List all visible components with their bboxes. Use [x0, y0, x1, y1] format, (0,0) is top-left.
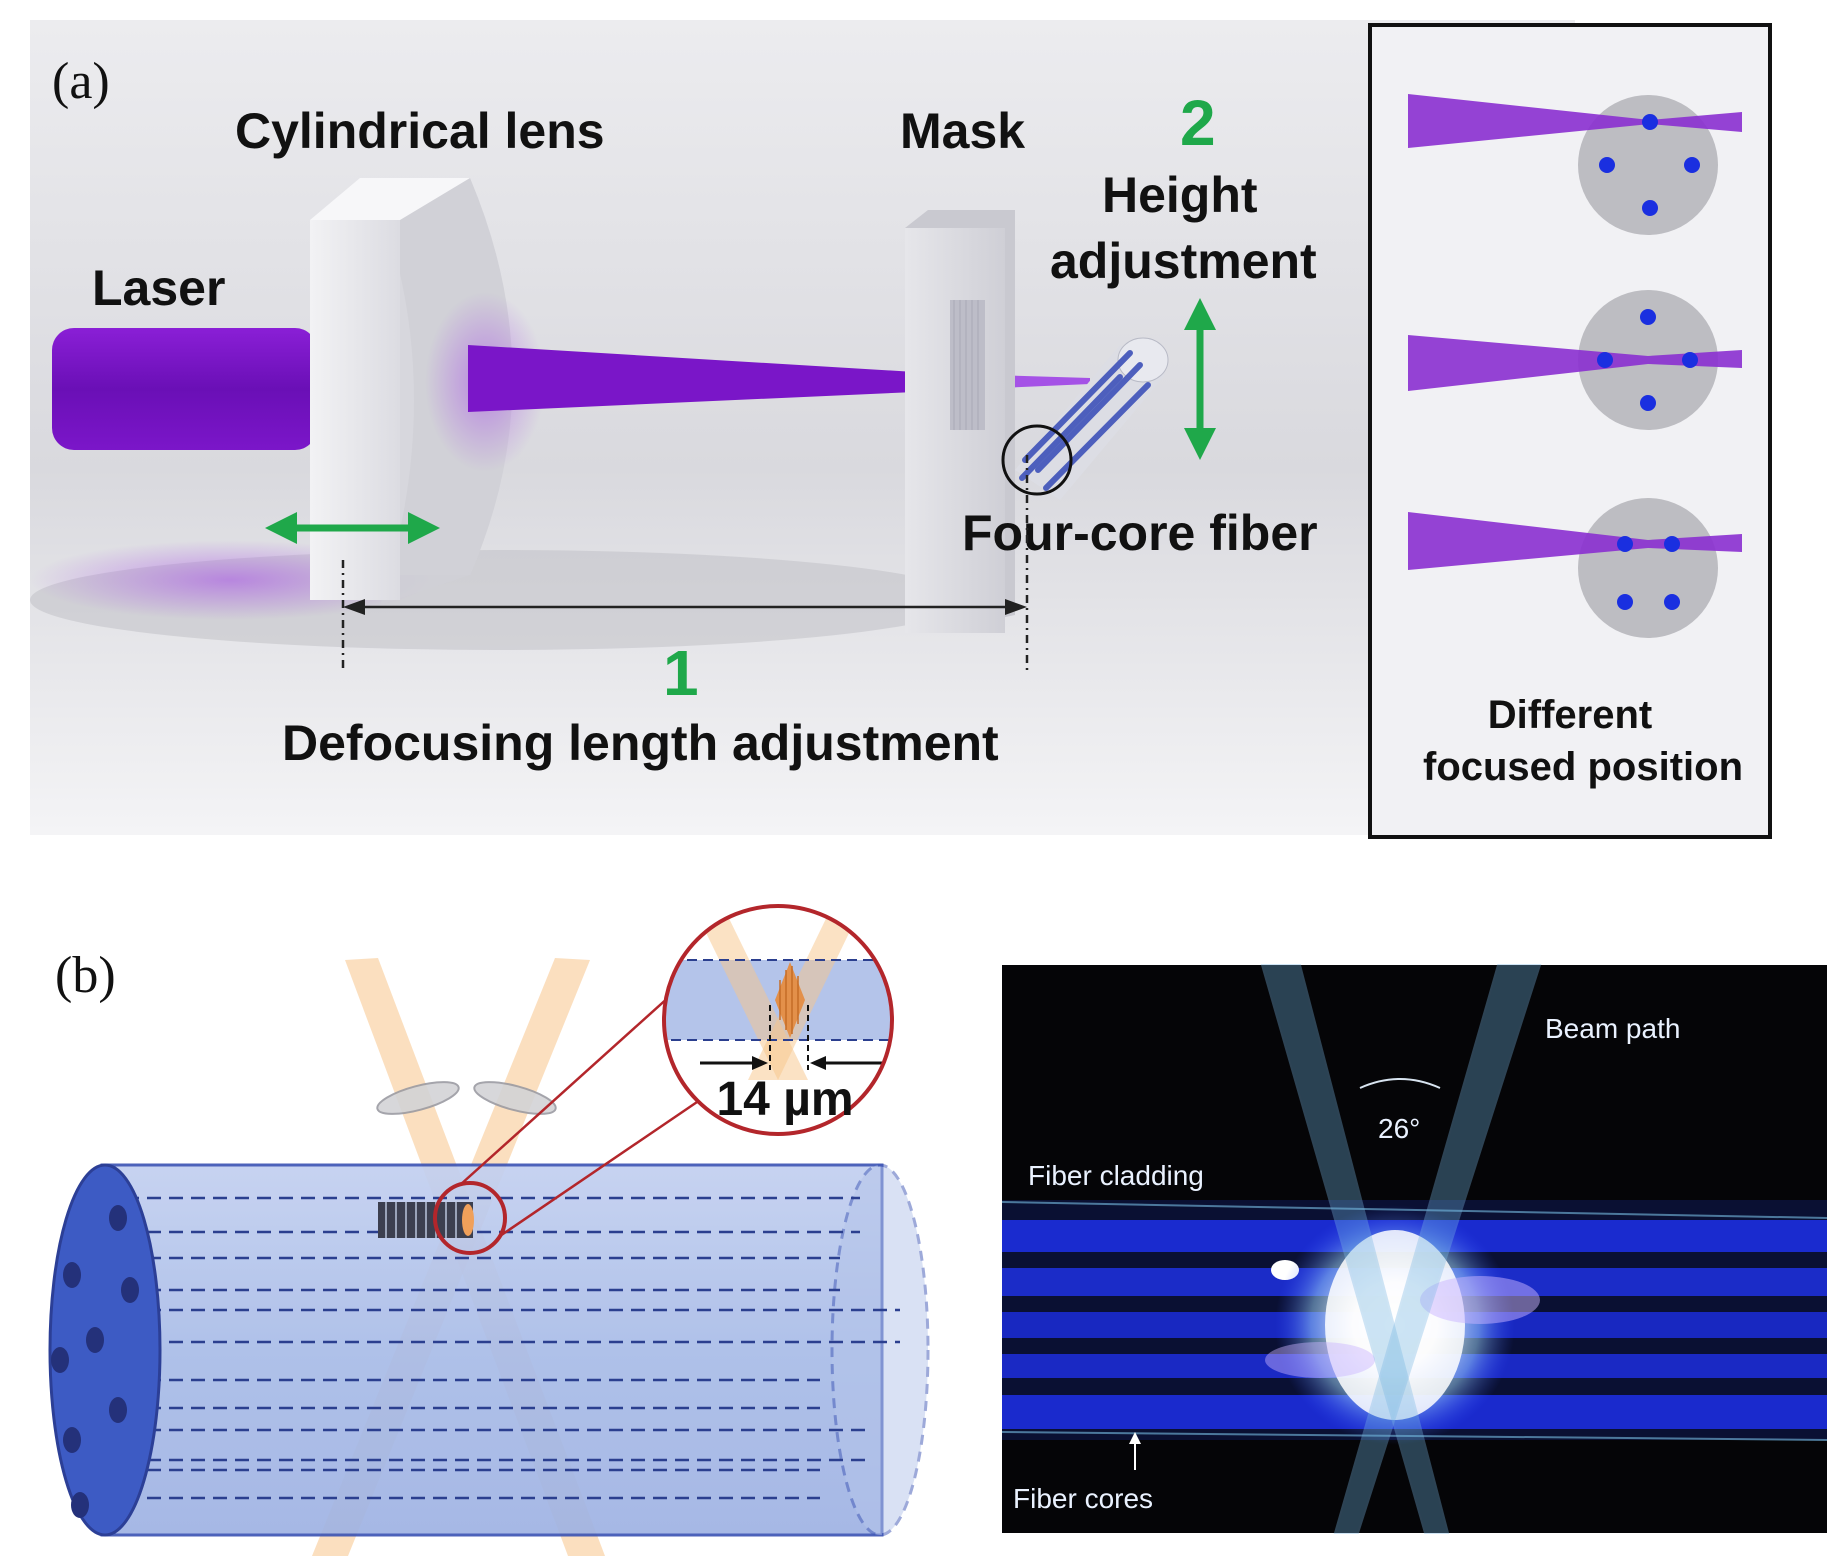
zoom-measurement-label: 14 µm — [716, 1073, 853, 1126]
cladding-line-top — [1001, 1201, 1828, 1219]
height-adjustment-label-line1: Height — [1102, 167, 1258, 223]
inset-caption-line2: focused position — [1423, 745, 1743, 789]
cylindrical-lens-label: Cylindrical lens — [235, 103, 605, 159]
step1-number: 1 — [663, 637, 699, 709]
focus-position-inset: Different focused position — [1368, 23, 1772, 839]
four-core-fiber — [1001, 337, 1169, 500]
horizontal-adjust-arrow — [265, 512, 440, 544]
end-face-cores — [51, 1205, 139, 1518]
converging-beam — [468, 345, 915, 412]
fiber-end-face — [48, 1163, 162, 1537]
four-core-fiber-label: Four-core fiber — [962, 505, 1318, 561]
cylinder-lens-right — [473, 1081, 557, 1115]
photo-beam-left — [1260, 964, 1450, 1534]
panel-b-photo: Beam path 26° Fiber cladding Fiber cores — [1001, 964, 1828, 1534]
panel-b-schematic: (b) — [48, 904, 930, 1556]
panel-b-label: (b) — [55, 947, 116, 1004]
defocusing-length-label: Defocusing length adjustment — [282, 715, 999, 771]
vertical-adjust-arrow — [1184, 298, 1216, 460]
zoom-inset: 14 µm — [662, 904, 894, 1136]
mask-label: Mask — [900, 103, 1025, 159]
fiber-cladding-label: Fiber cladding — [1028, 1160, 1204, 1191]
beam-path-label: Beam path — [1545, 1013, 1680, 1044]
zoom-source-circle — [433, 1181, 507, 1255]
zoom-line-top — [459, 977, 691, 1186]
photo-fiber-glow — [1002, 1200, 1827, 1445]
fiber-cores-label: Fiber cores — [1013, 1483, 1153, 1514]
focus-example-1 — [1408, 94, 1742, 235]
laser-label: Laser — [92, 260, 225, 316]
defocusing-length-dimension — [341, 455, 1029, 672]
fiber-core-lines — [125, 1196, 900, 1500]
mask-plate — [905, 210, 1015, 633]
focus-example-3 — [1408, 498, 1742, 638]
inset-caption-line1: Different — [1488, 693, 1652, 737]
fiber-cylinder — [48, 1163, 930, 1537]
panel-a: (a) Laser Cylindrical lens Mask — [30, 20, 1772, 839]
cylindrical-lens — [310, 178, 545, 605]
fiber-end-circle — [1001, 424, 1073, 496]
zoom-line-bottom — [499, 1098, 701, 1238]
cladding-line-bottom — [1001, 1431, 1828, 1441]
focus-example-2 — [1408, 290, 1742, 430]
photo-beam-right — [1333, 964, 1542, 1534]
fiber-cores-pointer-head — [1129, 1432, 1141, 1444]
step2-number: 2 — [1180, 87, 1216, 159]
panel-a-label: (a) — [52, 53, 110, 110]
angle-label: 26° — [1378, 1113, 1420, 1144]
angle-arc — [1359, 1078, 1441, 1089]
cylinder-lens-left — [376, 1081, 460, 1115]
laser-beam — [52, 328, 317, 450]
height-adjustment-label-line2: adjustment — [1050, 233, 1317, 289]
